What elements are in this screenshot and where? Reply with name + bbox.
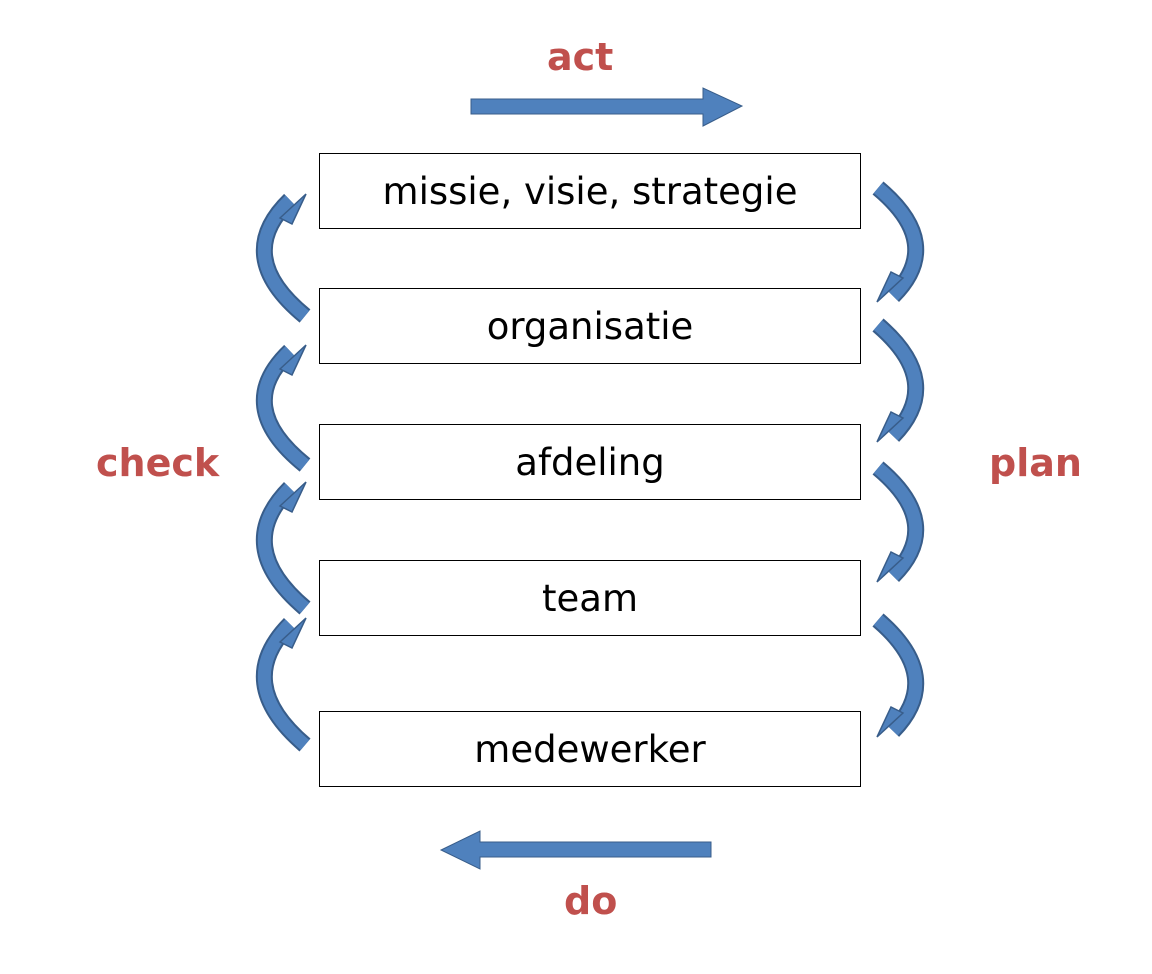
plan-curve-arrow	[872, 181, 925, 303]
act-arrow	[470, 87, 744, 127]
check-curve-arrow	[255, 617, 311, 752]
level-box-team: team	[319, 560, 861, 636]
plan-curve-arrow	[872, 613, 925, 738]
check-curve-arrow	[255, 481, 311, 615]
plan-curve-arrow	[872, 318, 925, 443]
level-label-team: team	[542, 576, 638, 620]
level-label-medewerker: medewerker	[474, 727, 706, 771]
act-label: act	[547, 35, 614, 79]
plan-curved-arrows	[872, 181, 925, 738]
level-label-afdeling: afdeling	[515, 440, 665, 484]
level-box-organisatie: organisatie	[319, 288, 861, 364]
do-arrow	[439, 830, 712, 870]
level-box-missie: missie, visie, strategie	[319, 153, 861, 229]
plan-curve-arrow	[872, 461, 925, 583]
level-label-missie: missie, visie, strategie	[382, 169, 798, 213]
plan-label: plan	[989, 441, 1082, 485]
do-label: do	[564, 879, 618, 923]
check-curve-arrow	[255, 193, 311, 323]
check-curved-arrows	[255, 193, 311, 752]
check-label: check	[96, 441, 220, 485]
level-label-organisatie: organisatie	[486, 304, 694, 348]
level-box-afdeling: afdeling	[319, 424, 861, 500]
level-box-medewerker: medewerker	[319, 711, 861, 787]
check-curve-arrow	[255, 344, 311, 472]
